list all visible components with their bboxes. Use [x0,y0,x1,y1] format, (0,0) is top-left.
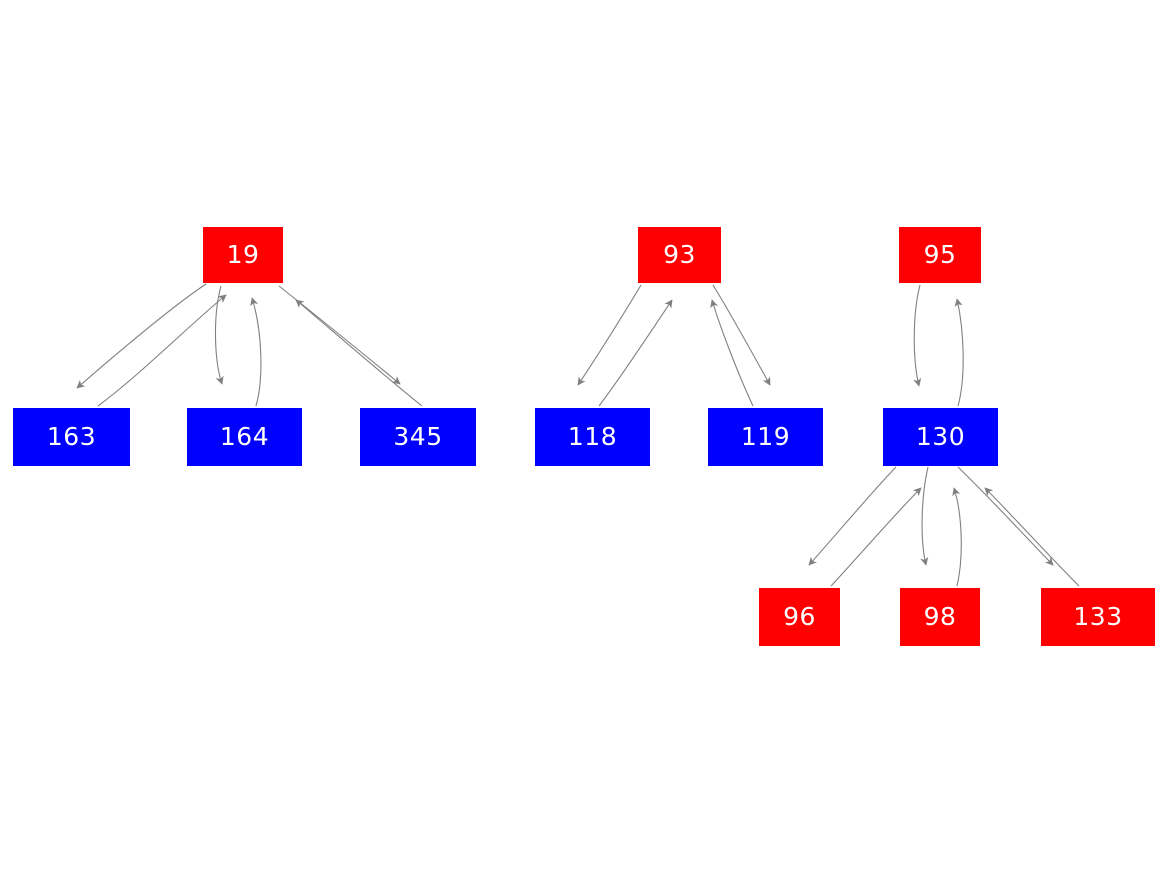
edge-163-to-19 [97,294,227,407]
graph-node-label: 164 [219,421,270,451]
edge-345-to-19 [295,299,423,407]
graph-node-93[interactable]: 93 [638,227,721,283]
edge-19-to-345 [278,285,401,385]
graph-node-130[interactable]: 130 [883,408,998,466]
graph-node-label: 345 [393,421,443,451]
graph-node-133[interactable]: 133 [1041,588,1155,646]
graph-node-label: 133 [1073,601,1123,631]
graph-node-119[interactable]: 119 [708,408,823,466]
graph-node-label: 93 [663,239,696,269]
edge-130-to-133 [957,466,1054,566]
graph-node-label: 118 [567,421,618,451]
edge-98-to-130 [952,487,962,587]
edge-130-to-98 [920,466,929,566]
graph-node-label: 19 [226,239,260,269]
graph-node-label: 96 [783,601,816,631]
edge-164-to-19 [250,297,262,407]
edge-95-to-130 [913,284,922,387]
edge-96-to-130 [830,487,922,587]
graph-node-164[interactable]: 164 [187,408,302,466]
graph-node-label: 98 [923,601,957,631]
graph-node-345[interactable]: 345 [360,408,476,466]
graph-node-96[interactable]: 96 [759,588,840,646]
edge-19-to-164 [214,285,224,385]
graph-node-95[interactable]: 95 [899,227,981,283]
graph-node-118[interactable]: 118 [535,408,650,466]
graph-node-98[interactable]: 98 [900,588,980,646]
graph-node-label: 163 [46,421,97,451]
edge-118-to-93 [598,299,673,407]
graph-node-163[interactable]: 163 [13,408,130,466]
graph-node-label: 119 [740,421,791,451]
edge-93-to-119 [712,284,771,386]
edge-133-to-130 [984,487,1080,587]
edge-130-to-95 [954,298,964,407]
edge-19-to-163 [76,283,207,389]
edge-93-to-118 [577,284,642,386]
graph-node-19[interactable]: 19 [203,227,283,283]
graph-node-label: 95 [923,239,957,269]
graph-node-label: 130 [915,421,966,451]
edge-119-to-93 [710,299,754,407]
edge-130-to-96 [808,466,897,566]
